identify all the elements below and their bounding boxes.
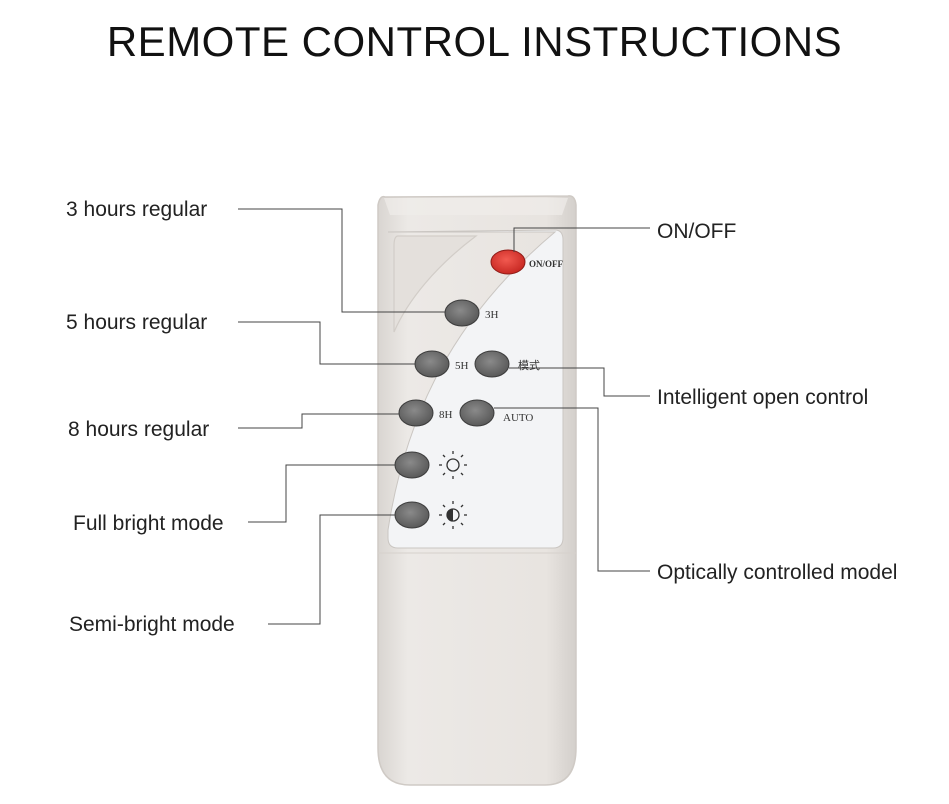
remote-body — [377, 195, 577, 786]
button-5h-label: 5H — [455, 360, 469, 372]
leader-5h — [238, 321, 415, 365]
power-button[interactable] — [490, 249, 526, 275]
on-off-button-label: ON/OFF — [529, 259, 563, 269]
button-mode-label: 模式 — [518, 359, 540, 372]
button-5h[interactable] — [414, 350, 450, 378]
button-auto[interactable] — [459, 399, 495, 427]
leader-intelligent — [509, 367, 650, 397]
label-3-hours-regular: 3 hours regular — [66, 198, 207, 221]
page-title: REMOTE CONTROL INSTRUCTIONS — [106, 18, 843, 65]
button-8h-label: 8H — [439, 409, 453, 421]
half-sun-icon — [439, 501, 467, 529]
label-on-off: ON/OFF — [657, 220, 736, 243]
leader-semi-bright — [268, 514, 395, 625]
label-5-hours-regular: 5 hours regular — [66, 311, 207, 334]
button-auto-label: AUTO — [503, 412, 533, 424]
leader-8h — [238, 413, 399, 429]
button-3h[interactable] — [444, 299, 480, 327]
label-8-hours-regular: 8 hours regular — [68, 418, 209, 441]
leader-optical — [494, 407, 650, 572]
button-mode[interactable] — [474, 350, 510, 378]
label-semi-bright-mode: Semi-bright mode — [69, 613, 235, 636]
button-3h-label: 3H — [485, 309, 499, 321]
leader-on-off — [513, 227, 650, 252]
button-semi-bright[interactable] — [394, 501, 430, 529]
face-panel — [387, 229, 564, 549]
label-optically-controlled-model: Optically controlled model — [657, 561, 897, 584]
sun-outline-icon — [439, 451, 467, 479]
leader-full-bright — [248, 464, 395, 523]
button-8h[interactable] — [398, 399, 434, 427]
leader-3h — [238, 208, 445, 313]
label-intelligent-open-control: Intelligent open control — [657, 386, 868, 409]
label-full-bright-mode: Full bright mode — [73, 512, 224, 535]
button-full-bright[interactable] — [394, 451, 430, 479]
